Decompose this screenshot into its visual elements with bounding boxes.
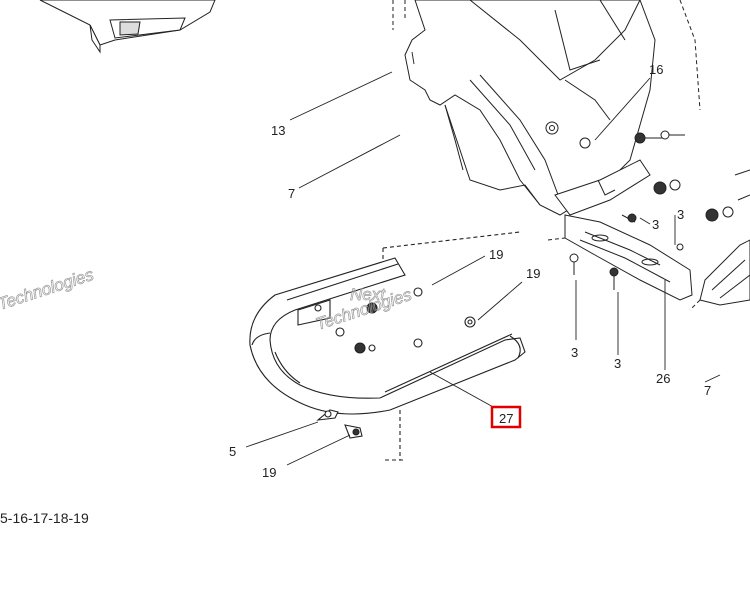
callout-13: 13	[271, 123, 285, 138]
callout-5: 5	[229, 444, 236, 459]
callout-7-left: 7	[288, 186, 295, 201]
fender-assembly-drawing	[392, 0, 734, 222]
highlight-box	[490, 405, 522, 429]
callout-3-a: 3	[652, 217, 659, 232]
callout-19-b: 19	[526, 266, 540, 281]
callout-19-a: 19	[489, 247, 503, 262]
side-bracket-drawing	[547, 213, 693, 301]
callout-7-right: 7	[704, 383, 711, 398]
callout-16: 16	[649, 62, 663, 77]
callout-3-c: 3	[571, 345, 578, 360]
watermark-line1: Next	[350, 285, 386, 304]
callout-27-highlight[interactable]: 27	[490, 405, 522, 429]
callout-3-b: 3	[677, 207, 684, 222]
legend-text: 5-16-17-18-19	[0, 510, 89, 526]
grab-handle-drawing	[249, 231, 526, 461]
callout-19-c: 19	[262, 465, 276, 480]
callout-26: 26	[656, 371, 670, 386]
callout-3-d: 3	[614, 356, 621, 371]
callouts: 13 7 16 3 3 19 19 3 3 26 7 5 19	[229, 62, 711, 480]
watermark-left: Technologies	[0, 265, 96, 314]
right-partial-part-drawing	[689, 169, 750, 311]
leader-lines	[245, 51, 721, 466]
top-left-part-drawing	[39, 0, 216, 54]
callout-27: 27	[499, 411, 513, 426]
